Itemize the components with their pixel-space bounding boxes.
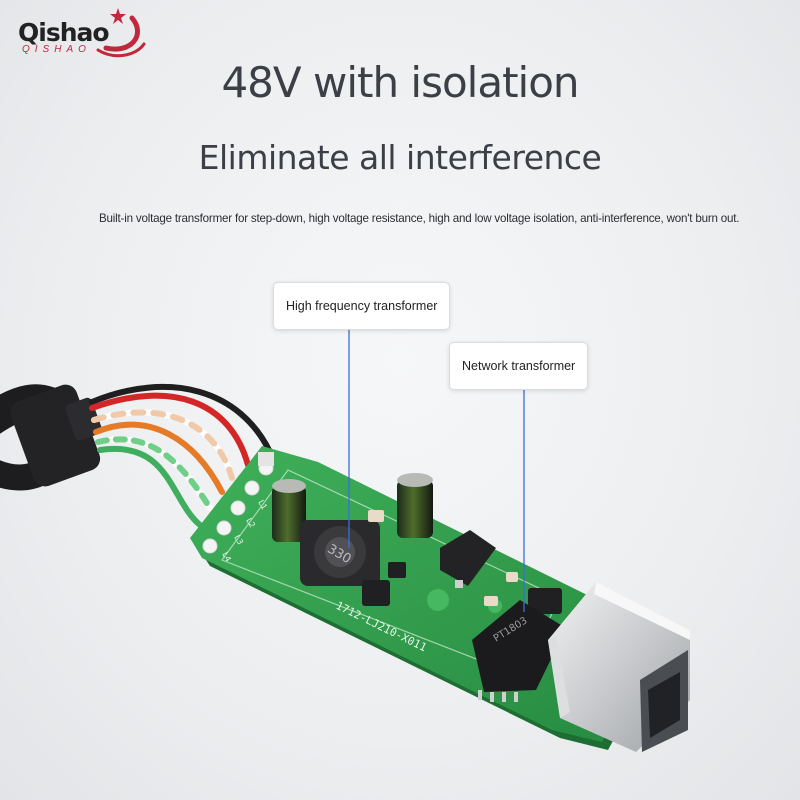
small-ics: [362, 510, 562, 614]
callout-network-transformer: Network transformer: [449, 342, 589, 390]
brand-sub: QISHAO: [22, 44, 91, 55]
high-frequency-inductor: 330: [300, 520, 380, 586]
product-description: Built-in voltage transformer for step-do…: [99, 212, 740, 225]
brand-logo: Qishao QISHAO: [14, 4, 154, 64]
page-subtitle: Eliminate all interference: [198, 138, 602, 177]
voltage-regulator-ic: [440, 530, 496, 588]
wire-bundle: [89, 383, 273, 528]
pad-label: L1: [256, 499, 269, 512]
rj45-port: [548, 582, 690, 752]
brand-name: Qishao: [18, 18, 110, 47]
power-cable: [0, 384, 102, 491]
capacitor-left: [272, 479, 306, 542]
capacitor-right: [397, 473, 433, 538]
pad-label: L3: [232, 534, 245, 547]
pad-label: L4: [220, 551, 233, 564]
page-title: 48V with isolation: [221, 58, 579, 107]
network-transformer-chip: PT1803: [472, 600, 566, 702]
logo-star-icon: [96, 8, 146, 58]
pad-label: L2: [244, 517, 257, 530]
callout-high-frequency-transformer: High frequency transformer: [273, 282, 451, 330]
